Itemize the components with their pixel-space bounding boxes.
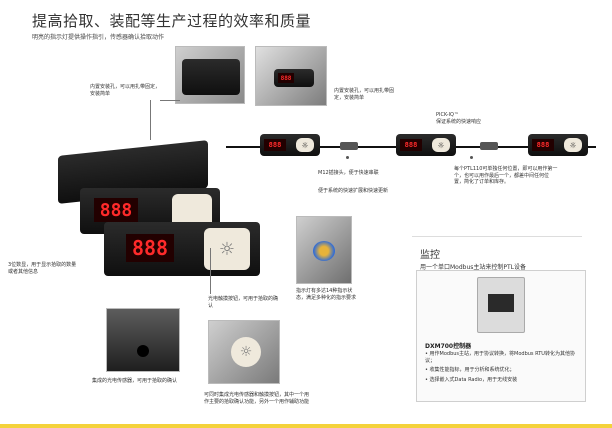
bottom-stripe xyxy=(0,424,612,428)
m12-connector xyxy=(480,142,498,150)
photo-led-colors xyxy=(296,216,352,284)
leader-line xyxy=(160,100,180,101)
bullet-3: • 选择嵌入式Data Radio，用于无线安装 xyxy=(425,377,518,383)
callout-touch: 光电触摸按钮，可用于拾取的确认 xyxy=(208,296,279,309)
leader-dot xyxy=(470,156,473,159)
touch-button[interactable]: ☼ xyxy=(204,228,250,270)
callout-mount-1: 内置安装孔，可以用扎带固定，安装简单 xyxy=(90,84,161,97)
led-display: 888 xyxy=(126,234,174,262)
callout-m12: M12插接头，便于快速串联 xyxy=(318,170,379,176)
sun-icon: ☼ xyxy=(218,238,236,260)
photo-touch-button: ☼ xyxy=(208,320,280,384)
leader-dot xyxy=(346,156,349,159)
callout-sensor: 集成的光电传感器，可用于拾取的确认 xyxy=(92,378,178,384)
leader-line xyxy=(150,100,151,140)
monitor-title: 监控 xyxy=(420,250,440,261)
callout-ptl110: 每个PTL110可单独任何位置，即可以用作第一个，也可以用作最后一个，都差中间任… xyxy=(454,166,558,185)
pick-iq-sub: 保证系统的快速响应 xyxy=(436,118,482,125)
callout-m12-sub: 便于系统的快速扩展和快速更新 xyxy=(318,188,389,194)
sun-icon: ☼ xyxy=(569,140,577,150)
section-divider xyxy=(412,236,582,237)
led-display: 888 xyxy=(400,139,422,151)
sensor-window xyxy=(137,345,149,357)
bullet-2: • 收集性能指标，用于分析和系统优化； xyxy=(425,367,515,373)
chain-device-1: 888 ☼ xyxy=(260,134,320,156)
sun-icon: ☼ xyxy=(239,344,253,360)
photo-mounting-detail xyxy=(175,46,245,104)
page-subtitle: 明亮的指示灯提供操作指引，传感器确认拾取动作 xyxy=(32,34,165,41)
callout-pick-iq: PICK-IQ™ 保证系统的快速响应 xyxy=(436,112,526,125)
monitor-subtitle: 用一个单口Modbus主站来控制PTL设备 xyxy=(420,264,527,271)
device-title: DXM700控制器 xyxy=(425,343,472,350)
bullet-1: • 用作Modbus主站，用于协议转换，将Modbus RTU转化为其他协议； xyxy=(425,351,575,364)
callout-bottom: 可同时集成光电传感器和触摸按钮，其中一个用作主要的拾取确认功能，另外一个用作辅助… xyxy=(204,392,310,405)
callout-mount-2: 内置安装孔，可以用扎带固定，安装简单 xyxy=(334,88,395,101)
led-ring xyxy=(313,241,335,261)
touch-button[interactable]: ☼ xyxy=(564,138,582,152)
chain-device-3: 888 ☼ xyxy=(528,134,588,156)
chain-device-2: 888 ☼ xyxy=(396,134,456,156)
sun-icon: ☼ xyxy=(301,140,309,150)
callout-led-colors: 指示灯有多达14种指示状态，满足多种化的指示要求 xyxy=(296,288,357,301)
device-screen xyxy=(488,294,514,312)
sun-icon: ☼ xyxy=(437,140,445,150)
led-display: 888 xyxy=(264,139,286,151)
dxm700-device xyxy=(477,277,525,333)
touch-button[interactable]: ☼ xyxy=(231,337,261,367)
touch-button[interactable]: ☼ xyxy=(296,138,314,152)
touch-button[interactable]: ☼ xyxy=(432,138,450,152)
m12-connector xyxy=(340,142,358,150)
photo-sensor xyxy=(106,308,180,372)
pick-iq-label: PICK-IQ™ xyxy=(436,112,459,118)
led-display: 888 xyxy=(532,139,554,151)
leader-line xyxy=(210,248,211,294)
monitor-panel: DXM700控制器 • 用作Modbus主站，用于协议转换，将Modbus RT… xyxy=(416,270,586,402)
callout-digits: 3位数显，用于显示拾取的数量或者其他信息 xyxy=(8,262,77,275)
photo-installed-devices: 888 xyxy=(255,46,327,106)
device-body xyxy=(182,59,240,95)
led-display: 888 xyxy=(278,73,294,83)
page-title: 提高拾取、装配等生产过程的效率和质量 xyxy=(32,12,312,30)
led-display: 888 xyxy=(94,198,138,222)
device-front: 888 ☼ xyxy=(104,222,260,276)
